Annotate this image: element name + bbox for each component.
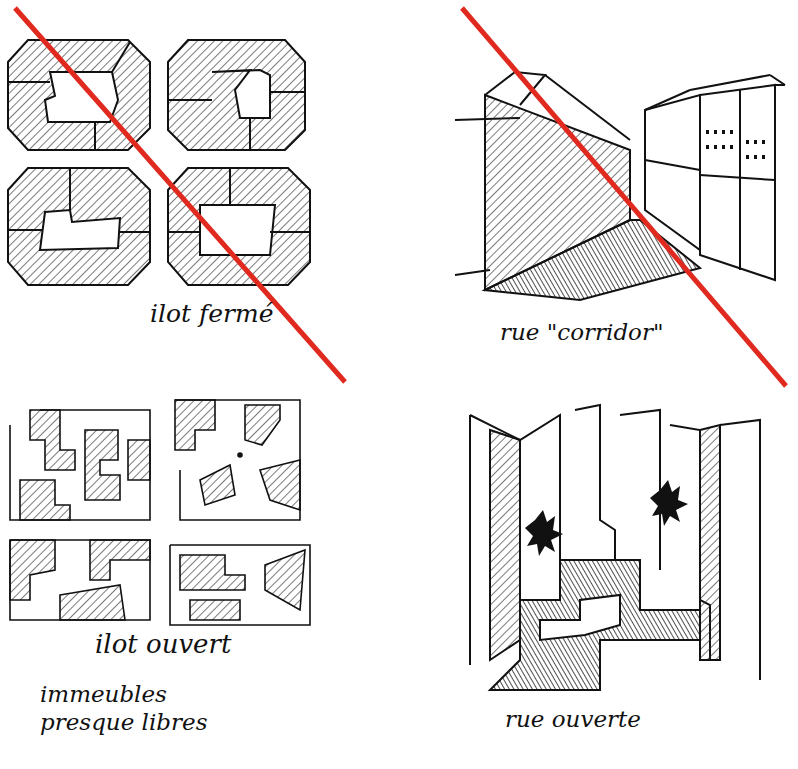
cross-out-line [462, 8, 786, 386]
handwritten-label: rue ouverte [505, 705, 725, 733]
handwritten-label: rue "corridor" [500, 318, 740, 346]
handwritten-label: immeubles presque libres [40, 680, 250, 736]
open-blocks [10, 400, 310, 625]
handwritten-label: ilot ouvert [95, 630, 295, 658]
closed-blocks [8, 40, 310, 285]
handwritten-label: ilot fermé [150, 300, 350, 328]
corridor-street [455, 72, 785, 300]
open-street [470, 405, 760, 690]
